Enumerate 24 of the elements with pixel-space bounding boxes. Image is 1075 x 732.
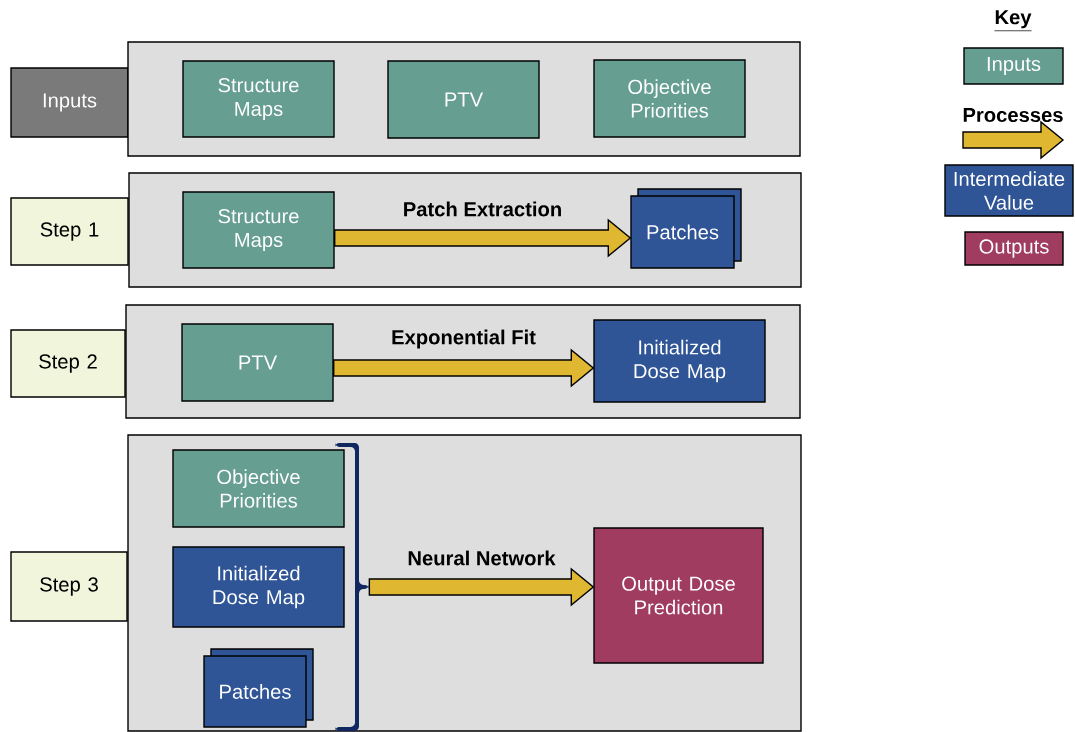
value-box: Initialized Dose Map (172, 546, 345, 628)
edge-label: Neural Network (408, 550, 556, 566)
process-arrow (368, 567, 595, 607)
patch-stack: Patches (630, 188, 742, 269)
patch-stack: Patches (203, 648, 314, 728)
input-box: Objective Priorities (172, 449, 345, 528)
row-label: Step 1 (10, 197, 129, 266)
process-arrow (333, 348, 595, 388)
bracket (335, 442, 369, 732)
edge-label: Patch Extraction (404, 201, 561, 217)
input-box: Objective Priorities (593, 59, 746, 138)
value-box: Initialized Dose Map (593, 319, 766, 403)
process-arrow (334, 218, 632, 258)
input-box: PTV (387, 60, 540, 139)
legend-label: Processes (963, 107, 1063, 123)
input-box: Structure Maps (182, 191, 335, 269)
input-box: Structure Maps (182, 60, 335, 138)
input-box: PTV (181, 323, 334, 402)
row-label: Inputs (10, 67, 129, 138)
output-box: Output Dose Prediction (593, 527, 764, 664)
row-label: Step 3 (10, 551, 128, 622)
edge-label: Exponential Fit (392, 329, 536, 349)
legend-title: Key (994, 10, 1032, 32)
row-label: Step 2 (10, 329, 126, 398)
